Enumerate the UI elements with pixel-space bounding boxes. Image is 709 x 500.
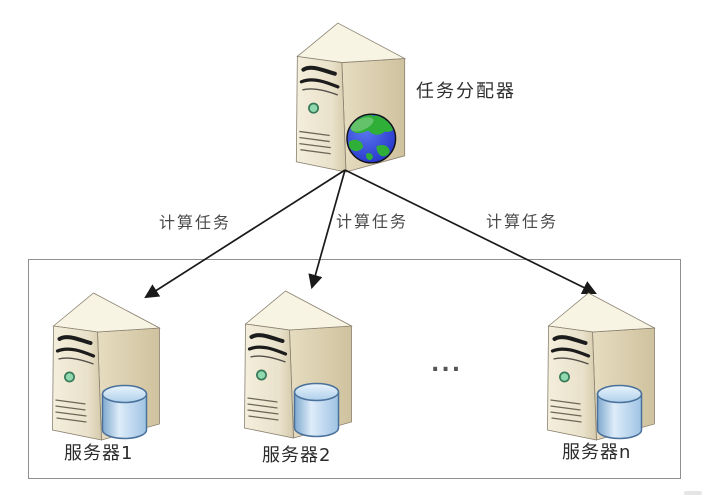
- globe-icon: [346, 113, 397, 164]
- server-icon-n: [545, 291, 657, 442]
- edge-label-2: 计算任务: [336, 212, 409, 231]
- server-icon-1: [50, 291, 162, 442]
- database-icon: [293, 382, 340, 438]
- database-icon: [101, 384, 148, 440]
- edge-label-1: 计算任务: [159, 213, 232, 232]
- watermark: [684, 491, 702, 495]
- server-label-n: 服务器n: [562, 442, 632, 463]
- distributor-label: 任务分配器: [416, 81, 516, 102]
- database-icon: [596, 384, 643, 440]
- server-icon-2: [242, 289, 354, 440]
- distributor-icon: [287, 18, 412, 175]
- server-label-1: 服务器1: [64, 443, 134, 464]
- edge-label-3: 计算任务: [486, 212, 559, 231]
- server-label-2: 服务器2: [262, 445, 332, 466]
- ellipsis-dots: ...: [431, 352, 463, 377]
